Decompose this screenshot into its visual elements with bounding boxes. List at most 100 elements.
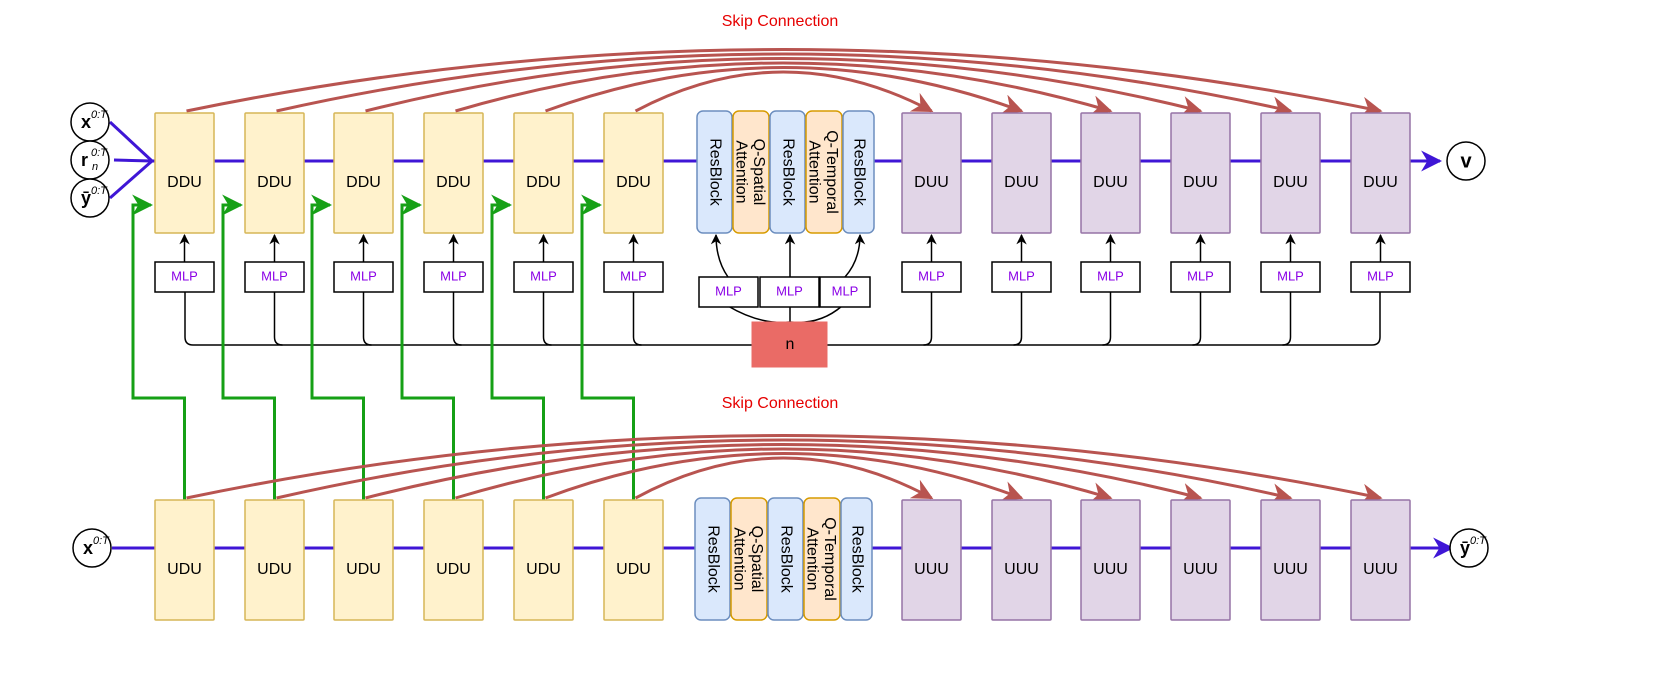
- resblock: [694, 497, 731, 621]
- mlp-box: [1260, 261, 1321, 293]
- ddu-block-label: DDU: [526, 174, 561, 191]
- mlp-box: [1080, 261, 1141, 293]
- mid-block-text: ResBlock: [704, 525, 721, 594]
- noise-label: n: [786, 336, 795, 353]
- bottom-output-y-bar-symbol: ȳ: [1460, 538, 1470, 558]
- bottom-skip-connection: [455, 447, 1113, 503]
- top-skip-connection: [186, 48, 1383, 118]
- uuu-block-label: UUU: [1183, 561, 1218, 578]
- resblock-label: ResBlock: [706, 138, 723, 207]
- bottom-skip-connection: [186, 434, 1383, 505]
- mid-block-text: ResBlock: [777, 525, 794, 594]
- mlp-box: [901, 261, 962, 293]
- bottom-output-y-bar-sup: 0:T: [1470, 535, 1487, 547]
- duu-block: [991, 112, 1052, 234]
- mlp-bus-branch: [1192, 292, 1202, 346]
- resblock: [767, 497, 804, 621]
- input-x-sup: 0:T: [91, 109, 108, 121]
- mlp-label: MLP: [1367, 268, 1394, 283]
- mlp-label: MLP: [1187, 268, 1214, 283]
- mlp-label: MLP: [171, 268, 198, 283]
- mlp-label: MLP: [261, 268, 288, 283]
- duu-block: [1350, 112, 1411, 234]
- top-skip-connection: [544, 66, 1024, 115]
- resblock-label: ResBlock: [777, 525, 794, 594]
- duu-block-label: DUU: [914, 174, 949, 191]
- attention-block: [732, 110, 770, 234]
- udu-block-label: UDU: [616, 561, 651, 578]
- top-skip-connection: [455, 61, 1113, 116]
- duu-block: [1170, 112, 1231, 234]
- mid-block-text: ResBlock: [850, 138, 867, 207]
- mid-block-text: ResBlock: [779, 138, 796, 207]
- input-r-symbol: r: [81, 150, 88, 170]
- mlp-box: [1170, 261, 1231, 293]
- top-skip-connection: [276, 52, 1293, 118]
- bottom-output-y-bar: [1449, 528, 1489, 568]
- udu-block-label: UDU: [257, 561, 292, 578]
- resblock-label: ResBlock: [704, 525, 721, 594]
- mlp-label: MLP: [918, 268, 945, 283]
- mlp-label: MLP: [350, 268, 377, 283]
- udu-block: [513, 499, 574, 621]
- mlp-bus-branch: [273, 292, 283, 346]
- mid-mlp-link: [727, 305, 843, 324]
- mlp-bus-branch: [632, 292, 642, 346]
- mlp-bus-branch: [1282, 292, 1292, 346]
- mid-block-text: Q-SpatialAttention: [733, 139, 768, 206]
- green-connection: [221, 194, 276, 500]
- bottom-skip-label: Skip Connection: [722, 395, 839, 412]
- mlp-bus-branch: [1102, 292, 1112, 346]
- attention-block: [730, 497, 768, 621]
- mid-mlp-box: [819, 276, 871, 308]
- mlp-box: [423, 261, 484, 293]
- uuu-block-label: UUU: [914, 561, 949, 578]
- uuu-block: [1260, 499, 1321, 621]
- ddu-block: [154, 112, 215, 234]
- udu-block-label: UDU: [526, 561, 561, 578]
- duu-block-label: DUU: [1183, 174, 1218, 191]
- ddu-block-label: DDU: [346, 174, 381, 191]
- ddu-block: [333, 112, 394, 234]
- resblock: [696, 110, 733, 234]
- ddu-block: [603, 112, 664, 234]
- ddu-block: [423, 112, 484, 234]
- input-line: [113, 158, 153, 163]
- resblock: [842, 110, 875, 234]
- mid-block-text: ResBlock: [848, 525, 865, 594]
- udu-block: [423, 499, 484, 621]
- ddu-block: [244, 112, 305, 234]
- top-skip-connection: [365, 57, 1203, 117]
- attention-label: Q-SpatialAttention: [731, 526, 766, 593]
- input-r-sub: n: [92, 161, 98, 173]
- mlp-label: MLP: [715, 283, 742, 298]
- duu-block-label: DUU: [1273, 174, 1308, 191]
- top-skip-label: Skip Connection: [722, 13, 839, 30]
- mid-block-text: Q-TemporalAttention: [804, 517, 839, 601]
- udu-block: [333, 499, 394, 621]
- ddu-block-label: DDU: [436, 174, 471, 191]
- uuu-block-label: UUU: [1093, 561, 1128, 578]
- mlp-bus-branch: [1013, 292, 1023, 346]
- mlp-bus-branch: [452, 292, 462, 346]
- duu-block: [1260, 112, 1321, 234]
- mlp-label: MLP: [530, 268, 557, 283]
- mlp-box: [991, 261, 1052, 293]
- top-skip-connection: [634, 70, 934, 113]
- ddu-block-label: DDU: [167, 174, 202, 191]
- bottom-skip-connection: [634, 456, 934, 500]
- udu-block-label: UDU: [167, 561, 202, 578]
- attention-block: [803, 497, 841, 621]
- uuu-block: [901, 499, 962, 621]
- mid-mlp-box: [698, 276, 759, 308]
- duu-block-label: DUU: [1004, 174, 1039, 191]
- output-v-symbol: v: [1460, 150, 1472, 172]
- duu-block-label: DUU: [1093, 174, 1128, 191]
- mid-mlp-box: [759, 276, 820, 308]
- input-x-symbol: x: [81, 112, 91, 132]
- mlp-label: MLP: [776, 283, 803, 298]
- input-y-bar-symbol: ȳ: [81, 188, 91, 208]
- mlp-label: MLP: [832, 283, 859, 298]
- uuu-block: [1350, 499, 1411, 621]
